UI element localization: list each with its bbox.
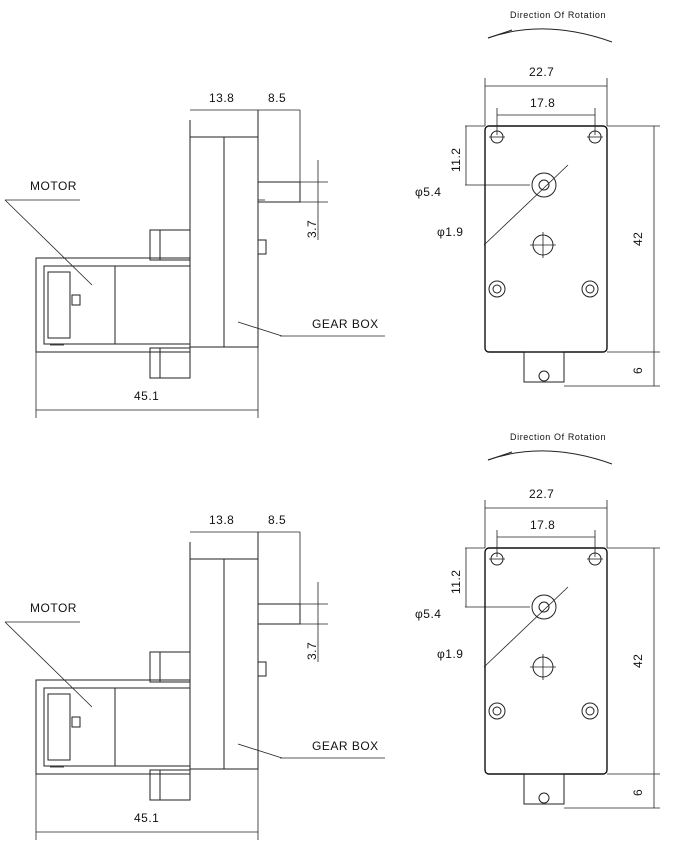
dim-shaft-length: 8.5 (268, 91, 286, 105)
rotation-arrow-head (487, 29, 513, 39)
label-gearbox: GEAR BOX (312, 317, 379, 331)
dim-total-length: 45.1 (134, 389, 159, 403)
dim-tab: 6 (631, 789, 645, 796)
label-gearbox: GEAR BOX (312, 739, 379, 753)
label-motor: MOTOR (30, 601, 77, 615)
drawing-bottom: 13.8 8.5 3.7 45.1 MOTOR GEAR BOX Directi… (4, 432, 660, 840)
shaft-inner (538, 179, 550, 191)
side-view: 13.8 8.5 3.7 45.1 MOTOR GEAR BOX (4, 513, 385, 840)
front-view: Direction Of Rotation 22.7 17.8 (415, 432, 660, 809)
dim-hole-spacing: 17.8 (530, 518, 555, 532)
bottom-tab (523, 351, 565, 383)
dim-shaft-housing: 13.8 (209, 513, 234, 527)
dim-height: 42 (631, 232, 645, 246)
mount-bracket-bottom (149, 347, 191, 379)
dim-shaft-dia: 3.7 (305, 220, 319, 238)
dim-width: 22.7 (529, 487, 554, 501)
dim-height: 42 (631, 654, 645, 668)
mount-bracket-top (149, 229, 191, 261)
dim-shaft-dia: 3.7 (305, 642, 319, 660)
dim-shaft-inner: φ1.9 (437, 225, 463, 239)
dim-shaft-length: 8.5 (268, 513, 286, 527)
rotation-label: Direction Of Rotation (510, 432, 606, 442)
label-motor: MOTOR (30, 179, 77, 193)
dim-hole-spacing: 17.8 (530, 96, 555, 110)
dim-shaft-outer: φ5.4 (415, 185, 441, 199)
shaft-outer (531, 172, 557, 198)
mount-plate (484, 125, 608, 353)
drawing-top: 13.8 8.5 3.7 45.1 MOTOR GEAR BOX Directi… (4, 10, 660, 418)
output-shaft (257, 181, 301, 203)
rotation-label: Direction Of Rotation (510, 10, 606, 20)
dim-hole-offset: 11.2 (449, 148, 463, 172)
dim-shaft-outer: φ5.4 (415, 607, 441, 621)
dim-hole-offset: 11.2 (449, 570, 463, 594)
dim-tab: 6 (631, 367, 645, 374)
dim-shaft-housing: 13.8 (209, 91, 234, 105)
dim-total-length: 45.1 (134, 811, 159, 825)
rotation-arrow (487, 28, 613, 43)
dim-shaft-inner: φ1.9 (437, 647, 463, 661)
side-view: 13.8 8.5 3.7 45.1 MOTOR GEAR BOX (4, 91, 385, 418)
front-view: Direction Of Rotation 22.7 17.8 (415, 10, 660, 387)
dim-width: 22.7 (529, 65, 554, 79)
